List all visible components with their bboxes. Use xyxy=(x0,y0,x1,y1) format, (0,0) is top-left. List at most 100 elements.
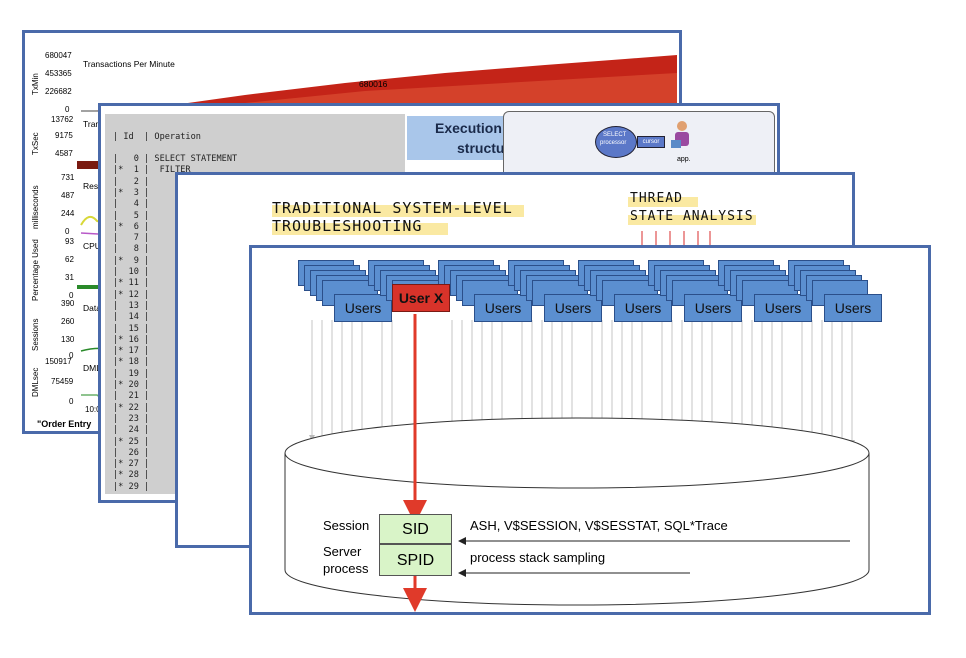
highlight xyxy=(628,197,698,207)
y-tick: 0 xyxy=(69,351,74,360)
plan-row: |* 29 | xyxy=(113,481,150,492)
processor-label-1: SELECT xyxy=(603,132,627,138)
y-tick: 731 xyxy=(61,173,75,182)
plan-row: |* 12 | xyxy=(113,289,150,300)
sid-box: SID xyxy=(379,514,452,544)
y-axis-unit: Percentage Used xyxy=(31,239,40,301)
plan-header: | Id | Operation xyxy=(113,132,201,142)
plan-row: | 19 | xyxy=(113,368,150,379)
plan-row: | 26 | xyxy=(113,447,150,458)
y-axis-unit: milliseconds xyxy=(31,185,40,229)
plan-row: |* 6 | xyxy=(113,221,150,232)
y-tick: 93 xyxy=(65,237,74,246)
plan-row: |* 9 | xyxy=(113,255,150,266)
users-box: Users xyxy=(474,294,532,322)
select-processor-node xyxy=(595,126,637,158)
plan-row: | 21 | xyxy=(113,391,150,402)
y-tick: 390 xyxy=(61,299,75,308)
dashboard-footer: "Order Entry xyxy=(37,419,92,429)
y-tick: 680047 xyxy=(45,51,72,60)
users-box: Users xyxy=(544,294,602,322)
plan-row: | 7 | xyxy=(113,233,150,244)
tpm-peak-label: 680016 xyxy=(359,79,388,89)
users-box: Users xyxy=(824,294,882,322)
y-tick: 244 xyxy=(61,209,75,218)
sid-sources-label: ASH, V$SESSION, V$SESSTAT, SQL*Trace xyxy=(470,518,728,533)
plan-row: |* 1 | FILTER xyxy=(113,165,191,176)
plan-row: | 0 | SELECT STATEMENT xyxy=(113,154,238,164)
y-axis-unit: TxSec xyxy=(31,132,40,155)
users-box: Users xyxy=(614,294,672,322)
y-tick: 150917 xyxy=(45,357,72,366)
y-tick: 4587 xyxy=(55,149,73,158)
plan-row: |* 27 | xyxy=(113,459,150,470)
exec-title-bg xyxy=(407,116,507,160)
thread-strokes xyxy=(641,231,711,247)
plan-row: |* 17 | xyxy=(113,346,150,357)
y-axis-unit: DMLsec xyxy=(31,367,40,397)
cursor-box: cursor xyxy=(637,136,665,148)
thread-title-line2: STATE ANALYSIS xyxy=(630,209,754,224)
y-tick: 9175 xyxy=(55,131,73,140)
plan-row: | 15 | xyxy=(113,323,150,334)
users-box: Users xyxy=(334,294,392,322)
exec-title-2: structu xyxy=(457,140,505,156)
server-label-2: process xyxy=(323,561,369,576)
plan-row: | 2 | xyxy=(113,176,150,187)
plan-row: | 4 | xyxy=(113,199,150,210)
dml-panel-title: DML xyxy=(83,363,101,373)
y-tick: 487 xyxy=(61,191,75,200)
users-box: Users xyxy=(684,294,742,322)
spid-box: SPID xyxy=(379,544,452,576)
database-diagram xyxy=(284,314,870,612)
y-tick: 130 xyxy=(61,335,75,344)
spid-sources-label: process stack sampling xyxy=(470,550,606,565)
plan-row: | 8 | xyxy=(113,244,150,255)
plan-row: | 24 | xyxy=(113,425,150,436)
y-tick: 0 xyxy=(69,291,74,300)
thread-title-line1: THREAD xyxy=(630,191,683,206)
data-panel-title: Data xyxy=(83,303,101,313)
y-tick: 31 xyxy=(65,273,74,282)
plan-row: | 5 | xyxy=(113,210,150,221)
app-label: app. xyxy=(677,156,691,163)
y-axis-unit: Sessions xyxy=(31,318,40,351)
plan-row: | 23 | xyxy=(113,413,150,424)
plan-row: | 14 | xyxy=(113,312,150,323)
plan-row: |* 25 | xyxy=(113,436,150,447)
plan-row: |* 28 | xyxy=(113,470,150,481)
traditional-title-line2: TROUBLESHOOTING xyxy=(272,217,423,235)
tpm-panel-title: Transactions Per Minute xyxy=(83,59,175,69)
y-tick: 75459 xyxy=(51,377,74,386)
highlight xyxy=(272,223,448,235)
processor-label-2: processor xyxy=(600,140,627,146)
y-axis-unit: TxMin xyxy=(31,73,40,95)
highlight xyxy=(272,205,524,217)
y-tick: 453365 xyxy=(45,69,72,78)
y-tick: 260 xyxy=(61,317,75,326)
plan-row: |* 11 | xyxy=(113,278,150,289)
exec-title-1: Execution xyxy=(435,120,502,136)
server-label-1: Server xyxy=(323,544,362,559)
y-tick: 0 xyxy=(65,227,70,236)
plan-row: |* 22 | xyxy=(113,402,150,413)
session-label: Session xyxy=(323,518,370,533)
y-tick: 0 xyxy=(65,105,70,114)
y-tick: 13762 xyxy=(51,115,74,124)
person-icon xyxy=(671,120,693,150)
cpu-panel-title: CPU xyxy=(83,241,101,251)
highlight xyxy=(628,215,756,225)
resp-panel-title: Resp xyxy=(83,181,103,191)
plan-row: |* 20 | xyxy=(113,380,150,390)
y-tick: 226682 xyxy=(45,87,72,96)
tps-panel-title: Tran xyxy=(83,119,101,129)
traditional-title-line1: TRADITIONAL SYSTEM-LEVEL xyxy=(272,199,513,217)
plan-row: | 10 | xyxy=(113,267,150,277)
y-tick: 62 xyxy=(65,255,74,264)
users-box: Users xyxy=(754,294,812,322)
y-tick: 0 xyxy=(69,397,74,406)
plan-row: |* 16 | xyxy=(113,334,150,345)
plan-row: |* 3 | xyxy=(113,187,150,198)
time-tick: 10:0 xyxy=(85,405,101,414)
